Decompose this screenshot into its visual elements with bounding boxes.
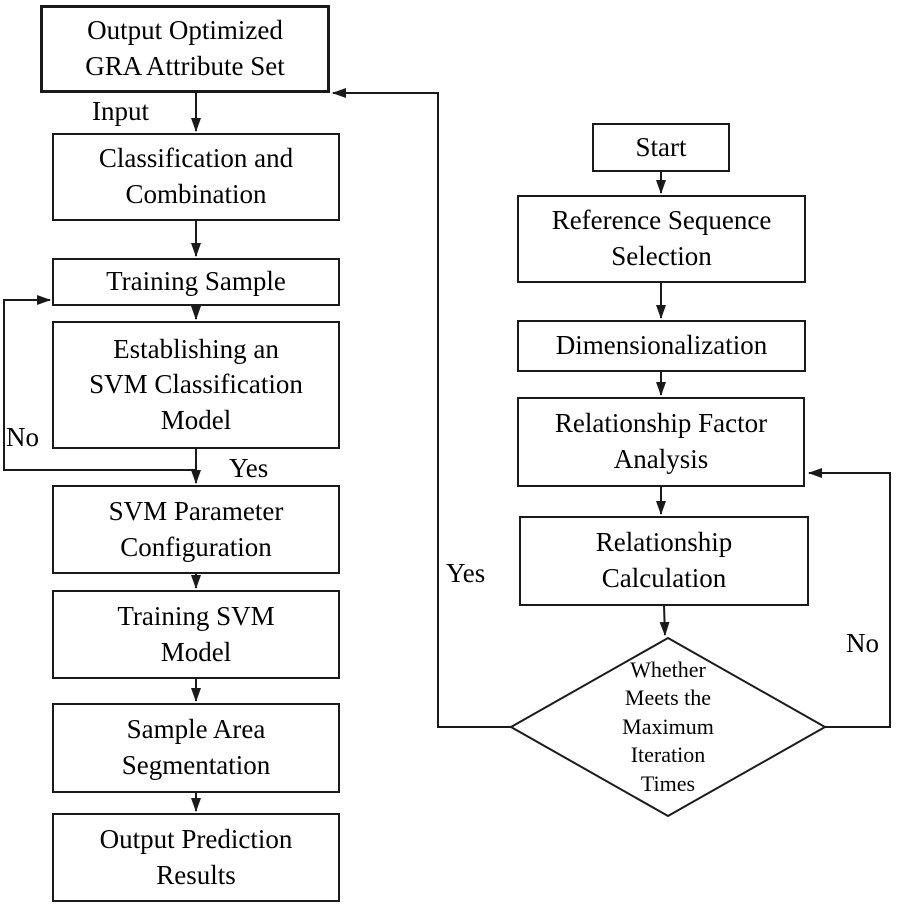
node-output-gra-attribute-set: Output Optimized GRA Attribute Set: [40, 5, 330, 93]
node-reference-sequence-selection: Reference Sequence Selection: [517, 195, 806, 283]
edge-label-yes-left: Yes: [229, 453, 269, 483]
edge-label-yes-right: Yes: [446, 558, 486, 588]
node-svm-parameter-configuration: SVM Parameter Configuration: [52, 485, 340, 574]
edge-no-feedback-right: [808, 468, 891, 728]
node-sample-area-segmentation: Sample Area Segmentation: [52, 703, 340, 793]
edge-yes-feedback-to-output: [332, 88, 511, 728]
edge-label-no-left: No: [6, 422, 39, 452]
edge-no-loop-left: [3, 295, 196, 471]
node-start: Start: [592, 123, 730, 172]
arrow-calculation-to-decision: [659, 605, 670, 636]
node-training-svm-model: Training SVM Model: [52, 590, 340, 679]
node-classification-and-combination: Classification and Combination: [52, 133, 340, 221]
node-establishing-svm-classification-model: Establishing an SVM Classification Model: [52, 321, 340, 449]
node-relationship-calculation: Relationship Calculation: [519, 516, 809, 606]
decision-max-iteration-label: Whether Meets the Maximum Iteration Time…: [622, 656, 714, 796]
node-dimensionalization: Dimensionalization: [517, 320, 806, 372]
node-relationship-factor-analysis: Relationship Factor Analysis: [517, 397, 805, 487]
node-training-sample: Training Sample: [52, 258, 340, 306]
node-output-prediction-results: Output Prediction Results: [52, 813, 340, 902]
edge-label-input: Input: [92, 96, 149, 126]
edge-label-no-right: No: [846, 628, 879, 658]
decision-diamond-shape: [508, 636, 828, 818]
